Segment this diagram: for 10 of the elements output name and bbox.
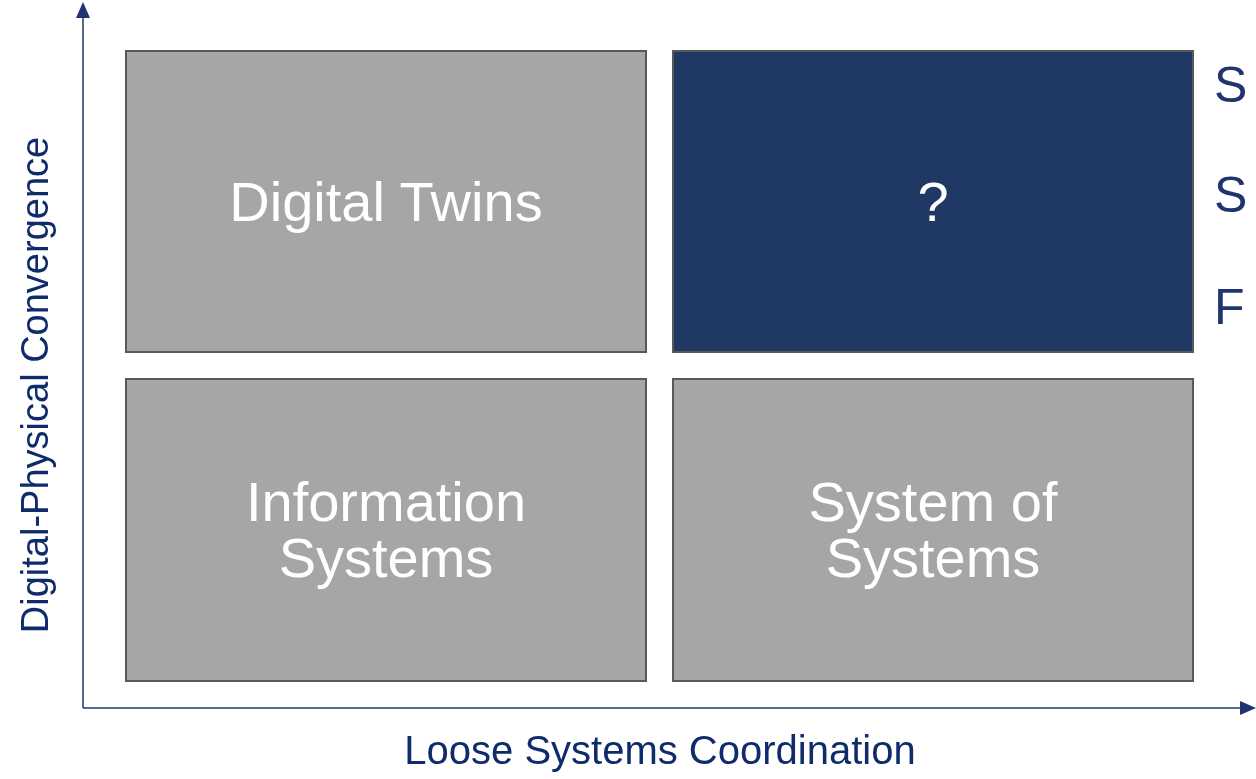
truncated-text: S <box>1214 170 1248 220</box>
quadrant-label: ? <box>916 173 950 230</box>
quadrant-box <box>672 378 1194 682</box>
y-axis-label: Digital-Physical Convergence <box>13 135 57 636</box>
x-axis-label: Loose Systems Coordination <box>403 727 917 774</box>
quadrant-box <box>672 50 1194 353</box>
truncated-text: S <box>1214 60 1248 110</box>
quadrant-box <box>125 50 647 353</box>
truncated-text: F <box>1214 282 1245 332</box>
quadrant-box <box>125 378 647 682</box>
